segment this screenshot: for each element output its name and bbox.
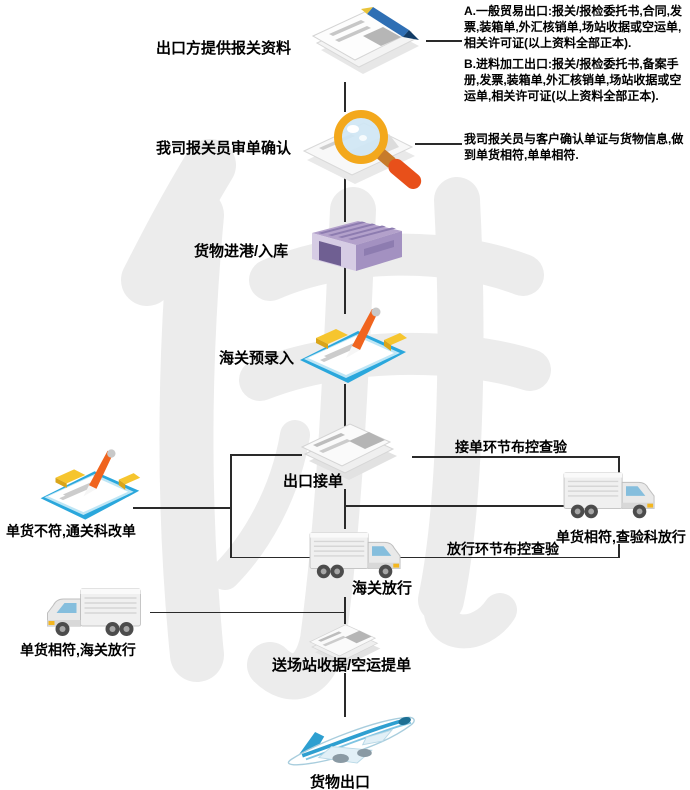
step-label-goods-export: 货物出口 xyxy=(310,774,371,790)
magnifier-documents-icon xyxy=(302,110,422,189)
connector-left-bottom xyxy=(230,556,312,558)
edge-label-accept-check: 接单环节布控查验 xyxy=(455,439,567,455)
connector-release-check xyxy=(398,556,619,558)
branch-label-release: 单货相符,海关放行 xyxy=(20,642,136,658)
branch-label-inspect: 单货相符,查验科放行 xyxy=(556,529,686,545)
step-label-customs-release: 海关放行 xyxy=(352,580,413,597)
connector-note-confirm xyxy=(415,143,462,145)
warehouse-icon xyxy=(312,221,402,271)
connector-main-5 xyxy=(344,489,346,529)
connector-inspect-mid xyxy=(345,505,567,507)
connector-accept-check xyxy=(412,456,619,458)
connector-left-reject xyxy=(133,507,230,509)
connector-left-top xyxy=(230,454,302,456)
connector-main-1 xyxy=(344,82,346,112)
truck-icon xyxy=(47,588,141,636)
note-processing-trade: B.进料加工出口:报关/报检委托书,备案手册,发票,装箱单,外汇核销单,场站收据… xyxy=(464,57,682,103)
airplane-icon xyxy=(287,716,415,766)
connector-left-vertical xyxy=(230,454,232,558)
truck-icon xyxy=(309,532,401,579)
clipboard-pen-icon xyxy=(40,449,141,520)
step-label-station-receipt: 送场站收据/空运提单 xyxy=(272,657,412,674)
documents-stack-icon xyxy=(308,624,381,667)
step-label-goods-arrival: 货物进港/入库 xyxy=(194,243,289,260)
documents-stack-icon xyxy=(300,423,397,480)
connector-main-2 xyxy=(344,172,346,222)
branch-label-reject: 单货不符,通关科改单 xyxy=(6,523,136,539)
connector-release-truck xyxy=(150,611,345,613)
connector-main-6 xyxy=(344,597,346,624)
connector-note-a xyxy=(426,40,462,42)
connector-main-3 xyxy=(344,262,346,314)
step-label-customs-entry: 海关预录入 xyxy=(219,350,295,367)
documents-pen-icon xyxy=(311,7,419,74)
connector-right-down-2 xyxy=(618,544,620,558)
connector-right-down-1 xyxy=(618,456,620,473)
step-label-review-confirm: 我司报关员审单确认 xyxy=(156,140,292,157)
note-general-trade: A.一般贸易出口:报关/报检委托书,合同,发票,装箱单,外汇核销单,场站收据或空… xyxy=(464,4,682,50)
step-label-order-accept: 出口接单 xyxy=(283,473,344,490)
connector-main-4 xyxy=(344,384,346,427)
edge-label-release-check: 放行环节布控查验 xyxy=(447,541,559,557)
note-confirm-info: 我司报关员与客户确认单证与货物信息,做到单货相符,单单相符. xyxy=(464,132,684,162)
truck-icon xyxy=(563,472,655,519)
step-label-provide-docs: 出口方提供报关资料 xyxy=(156,40,292,57)
clipboard-pen-icon xyxy=(300,307,407,383)
connector-main-7 xyxy=(344,673,346,717)
